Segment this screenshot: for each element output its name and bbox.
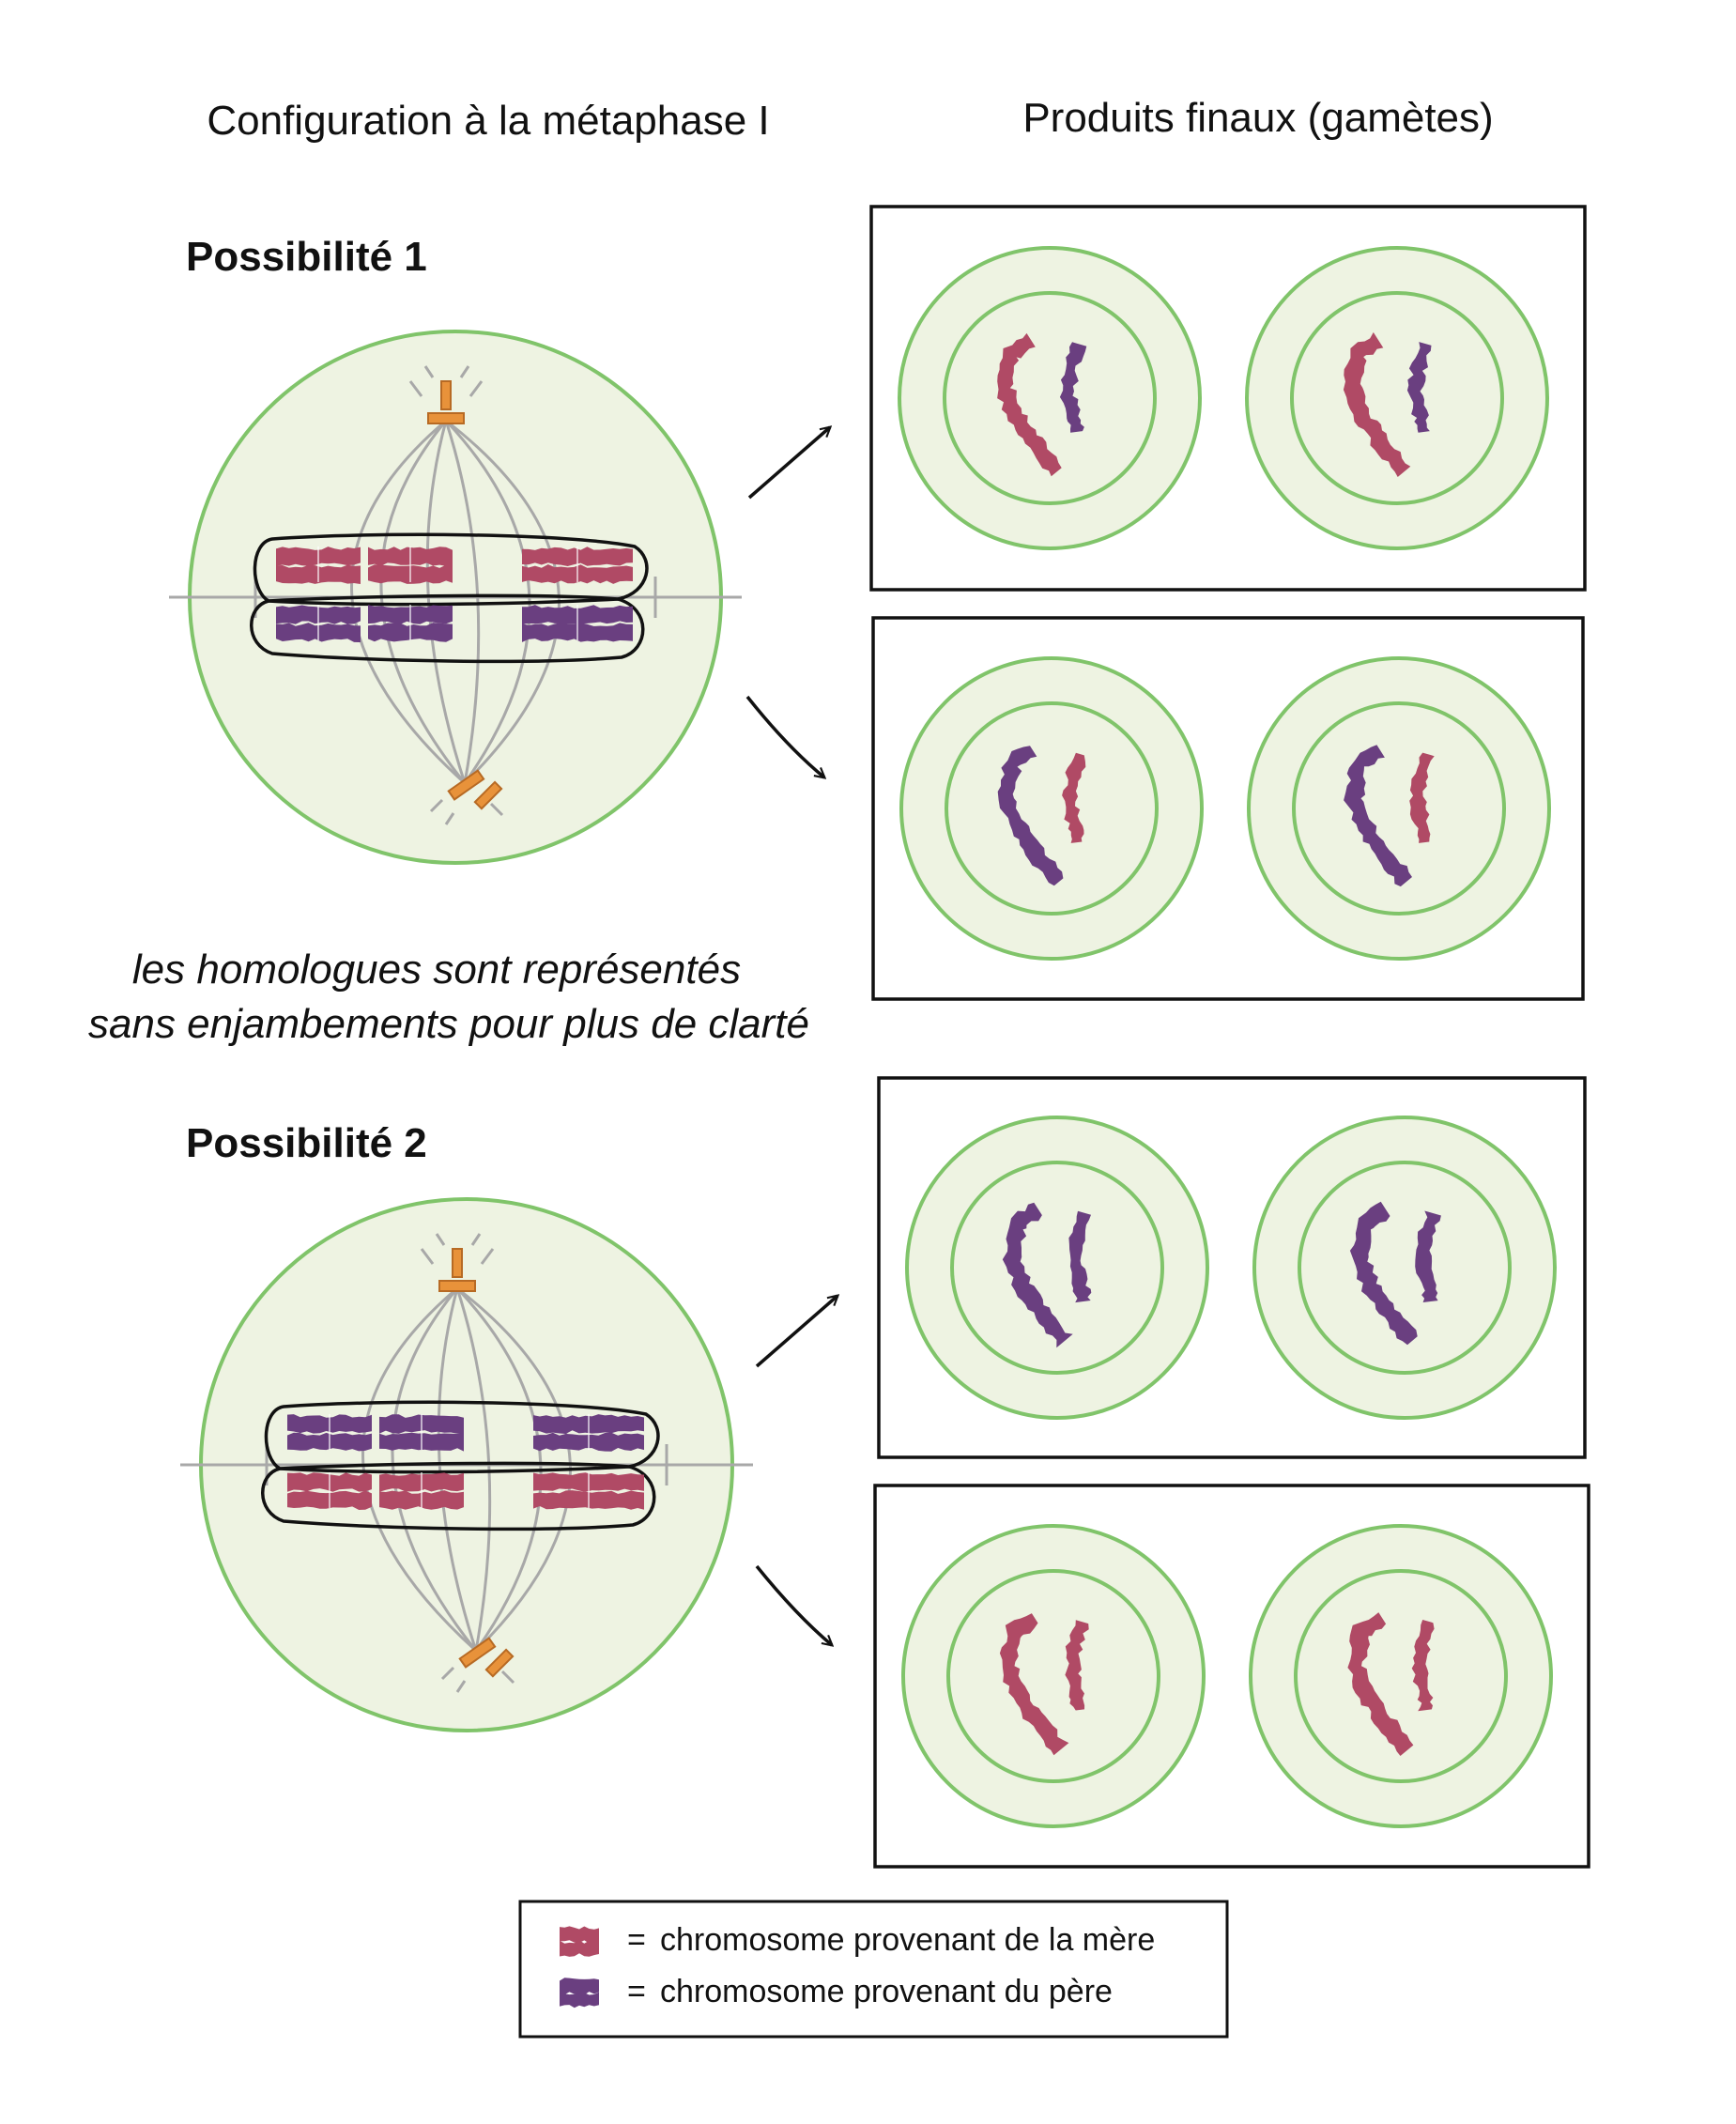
gamete-cell — [1249, 1524, 1553, 1828]
gamete-nucleus — [945, 701, 1159, 916]
chromosome-mother — [1065, 1620, 1089, 1711]
gamete-box-4 — [873, 1484, 1590, 1869]
chromosome-mother — [1062, 752, 1086, 843]
legend-label-father: chromosome provenant du père — [660, 1974, 1113, 2009]
tetrad-outline — [261, 1400, 660, 1531]
chromosome-father — [533, 1414, 644, 1452]
gamete-nucleus — [1298, 1161, 1512, 1375]
header-left: Configuration à la métaphase I — [207, 98, 769, 144]
chromosome-father — [287, 1414, 372, 1452]
possibility-1-label: Possibilité 1 — [186, 234, 427, 280]
chromosome-mother — [1411, 1620, 1435, 1712]
chromosome-mother — [276, 546, 361, 584]
chromosome-mother — [368, 546, 453, 584]
chromosome-father — [379, 1414, 464, 1452]
header-right: Produits finaux (gamètes) — [1022, 95, 1493, 141]
gamete-box-1 — [869, 205, 1587, 592]
arrow-icon — [755, 1564, 832, 1645]
chromosome-mother — [1347, 1612, 1414, 1756]
legend-swatch-father — [560, 1978, 599, 2009]
possibility-2-label: Possibilité 2 — [186, 1120, 427, 1166]
chromosome-father — [1002, 1202, 1073, 1348]
chromosome-mother — [997, 332, 1062, 477]
legend-box — [518, 1900, 1229, 2039]
gamete-box-3 — [877, 1076, 1587, 1459]
centrosome-icon — [420, 1233, 495, 1292]
arrow-icon — [747, 427, 830, 500]
note-line-1: les homologues sont représentés — [132, 947, 741, 993]
chromosome-mother — [1343, 331, 1411, 477]
chromosome-father — [1415, 1210, 1441, 1302]
gamete-cell — [1252, 1116, 1557, 1420]
gamete-nucleus — [946, 1569, 1160, 1783]
chromosome-father — [1406, 342, 1432, 433]
arrow-icon — [745, 695, 824, 777]
chromosome-father — [997, 746, 1064, 886]
gamete-box-2 — [871, 616, 1585, 1001]
gamete-nucleus — [950, 1161, 1164, 1375]
note-line-2: sans enjambements pour plus de clarté — [88, 1001, 809, 1047]
gamete-nucleus — [943, 291, 1157, 505]
legend: = chromosome provenant de la mère = chro… — [518, 1900, 1229, 2039]
gamete-cell — [898, 246, 1202, 550]
arrow-icon — [755, 1296, 837, 1368]
gamete-cell — [901, 1524, 1206, 1828]
chromosome-mother — [999, 1613, 1069, 1756]
gamete-nucleus — [1294, 1569, 1508, 1783]
tetrad-outline — [250, 532, 649, 664]
chromosome-father — [1349, 1201, 1418, 1346]
gamete-nucleus — [1290, 291, 1504, 505]
chromosome-mother — [287, 1472, 372, 1510]
legend-label-mother: chromosome provenant de la mère — [660, 1922, 1155, 1958]
chromosome-father — [1059, 342, 1087, 433]
gamete-cell — [905, 1116, 1209, 1420]
chromosome-father — [368, 605, 453, 642]
gamete-cell — [1247, 656, 1551, 961]
metaphase-cell-1 — [169, 330, 742, 865]
chromosome-father — [1068, 1210, 1092, 1303]
legend-swatch-mother — [560, 1926, 599, 1957]
gamete-nucleus — [1292, 701, 1506, 916]
legend-equals-mother: = — [627, 1922, 646, 1958]
centrosome-icon — [458, 1637, 515, 1678]
centrosome-icon — [447, 769, 503, 810]
chromosome-mother — [379, 1472, 464, 1510]
chromosome-mother — [533, 1472, 644, 1510]
gamete-cell — [1245, 246, 1549, 550]
chromosome-father — [1344, 745, 1412, 887]
legend-equals-father: = — [627, 1974, 646, 2009]
gamete-cell — [899, 656, 1204, 961]
chromosome-mother — [522, 546, 633, 584]
chromosome-mother — [1409, 752, 1435, 843]
chromosome-father — [522, 605, 633, 642]
chromosome-father — [276, 605, 361, 642]
metaphase-cell-2 — [180, 1197, 753, 1732]
centrosome-icon — [408, 365, 484, 424]
